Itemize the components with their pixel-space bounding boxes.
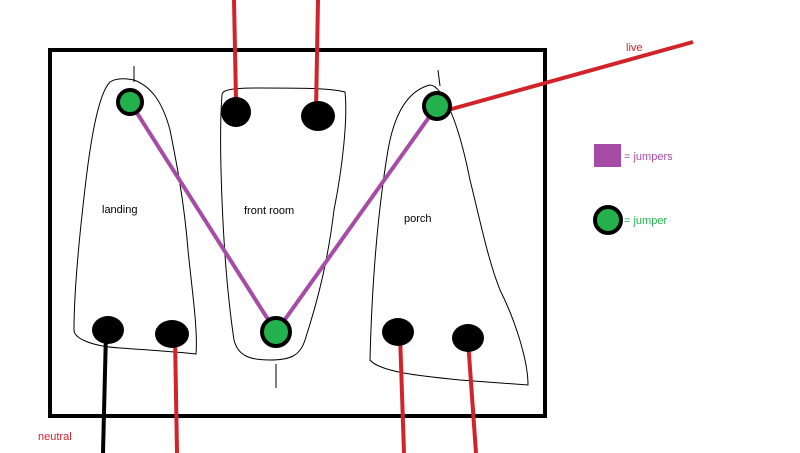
porch-terminal-left <box>382 318 414 346</box>
landing-jumper-terminal <box>116 88 144 116</box>
legend-jumper-dot <box>593 205 623 235</box>
front-room-jumper-terminal <box>260 316 292 348</box>
jumper-line-left <box>128 100 278 334</box>
switch-box-outline <box>48 48 547 418</box>
front-room-switch-outline <box>220 87 347 361</box>
porch-switch-outline <box>369 84 529 386</box>
label-landing: landing <box>102 204 137 216</box>
front-room-terminal-left <box>221 97 251 127</box>
label-neutral: neutral <box>38 431 72 443</box>
porch-wire-2 <box>466 339 478 453</box>
porch-jumper-terminal <box>422 91 452 121</box>
front-room-terminal-right <box>301 101 335 131</box>
front-room-wire-2 <box>314 0 320 111</box>
landing-switch-outline <box>73 78 197 355</box>
label-front-room: front room <box>244 205 294 217</box>
porch-wire-1 <box>398 333 406 453</box>
landing-terminal-right <box>155 320 189 348</box>
neutral-wire <box>101 331 108 453</box>
landing-terminal-left <box>92 316 124 344</box>
label-porch: porch <box>404 213 432 225</box>
legend-jumpers-text: = jumpers <box>624 151 673 163</box>
porch-tick <box>437 69 441 87</box>
label-live: live <box>626 42 643 54</box>
porch-terminal-right <box>452 324 484 352</box>
legend-jumpers-swatch <box>594 144 621 167</box>
landing-wire-bottom <box>173 335 179 453</box>
live-wire <box>447 40 694 112</box>
legend-jumper-text: = jumper <box>624 215 667 227</box>
front-room-wire-1 <box>232 0 238 101</box>
jumper-line-right <box>274 104 439 334</box>
